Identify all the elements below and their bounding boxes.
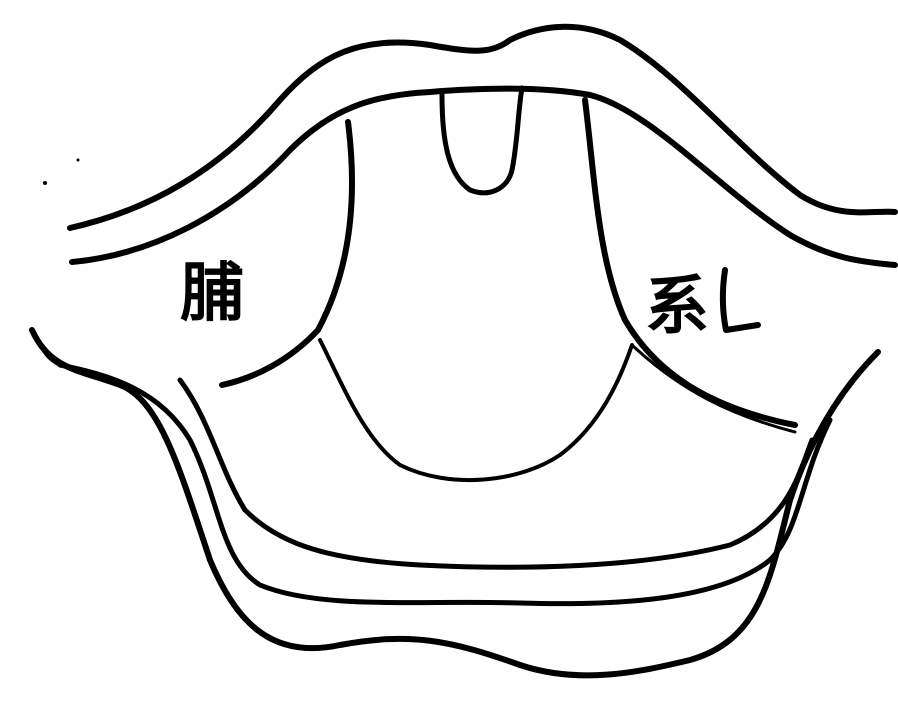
ink-speck — [43, 181, 47, 185]
upper-outer-contour — [70, 27, 895, 228]
right-pillar — [585, 100, 795, 425]
right-label: 系 — [645, 269, 709, 344]
left-pillar — [222, 122, 352, 385]
right-label-stroke — [723, 270, 758, 330]
lower-contour-3 — [32, 330, 878, 675]
ink-speck — [77, 159, 80, 162]
uvula — [442, 88, 522, 193]
lower-contour-1 — [180, 380, 812, 567]
central-throat-bowl — [320, 340, 632, 480]
left-label: 脯 — [180, 256, 244, 331]
